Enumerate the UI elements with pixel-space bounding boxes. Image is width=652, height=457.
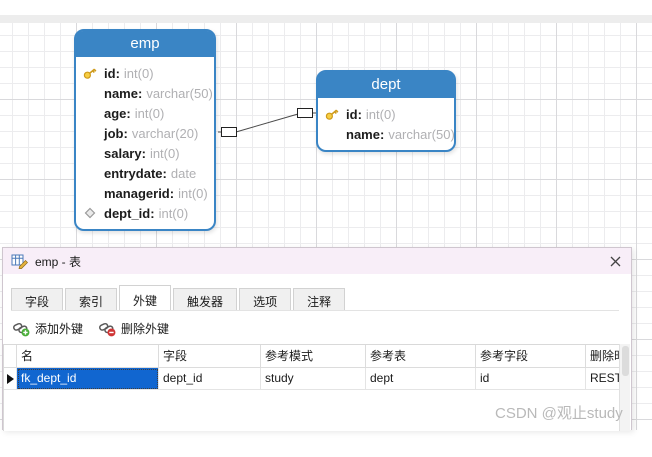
grid-header-row: 名 字段 参考模式 参考表 参考字段 删除时 [4, 345, 621, 368]
er-table-title[interactable]: dept [318, 72, 454, 98]
delete-foreign-key-button[interactable]: 删除外键 [99, 318, 169, 338]
field-type: int(0) [123, 65, 154, 81]
cell-fk-name[interactable]: fk_dept_id [17, 368, 159, 390]
field-row[interactable]: id int(0) [82, 63, 210, 83]
column-header-field[interactable]: 字段 [159, 345, 261, 368]
foreign-key-icon [82, 205, 98, 221]
field-row[interactable]: job varchar(20) [82, 123, 210, 143]
tab-foreign-keys[interactable]: 外键 [119, 285, 172, 310]
scrollbar-thumb[interactable] [622, 346, 629, 376]
er-table-dept[interactable]: dept id int(0) name varchar(50) [316, 70, 456, 152]
relation-connector [218, 108, 316, 137]
row-arrow-icon [7, 374, 14, 384]
tab-indexes[interactable]: 索引 [65, 288, 118, 310]
field-name: name [346, 127, 384, 142]
field-name: id [346, 107, 362, 122]
designer-tabs: 字段 索引 外键 触发器 选项 注释 [11, 285, 347, 310]
field-type: int(0) [365, 106, 396, 122]
connector-handle [221, 127, 237, 137]
vertical-scrollbar[interactable] [619, 344, 630, 431]
connector-handle [297, 108, 313, 118]
field-name: dept_id [104, 206, 155, 221]
tab-divider [11, 310, 619, 311]
close-icon[interactable] [605, 251, 625, 271]
row-indicator-header [4, 345, 17, 368]
field-type: int(0) [158, 205, 189, 221]
cell-on-delete[interactable]: RESTRICT [586, 368, 621, 390]
field-row[interactable]: id int(0) [324, 104, 450, 124]
link-minus-icon [99, 322, 116, 336]
add-foreign-key-button[interactable]: 添加外键 [13, 318, 83, 338]
field-name: id [104, 66, 120, 81]
field-row[interactable]: managerid int(0) [82, 183, 210, 203]
field-row[interactable]: dept_id int(0) [82, 203, 210, 223]
dialog-title: emp - 表 [35, 254, 82, 269]
field-row[interactable]: name varchar(50) [324, 124, 455, 144]
dialog-title-bar[interactable]: emp - 表 [3, 248, 631, 274]
er-table-fields: id int(0) name varchar(50) [318, 98, 455, 150]
tab-options[interactable]: 选项 [239, 288, 292, 310]
primary-key-icon [82, 65, 98, 81]
canvas-top-strip [0, 15, 652, 23]
foreign-key-row: fk_dept_id dept_id study dept id RESTRIC… [4, 368, 621, 390]
column-header-ref-field[interactable]: 参考字段 [476, 345, 586, 368]
foreign-key-toolbar: 添加外键 删除外键 [13, 318, 169, 338]
link-plus-icon [13, 322, 30, 336]
er-table-fields: id int(0) name varchar(50) age int(0) jo… [76, 57, 214, 229]
cell-ref-table[interactable]: dept [366, 368, 476, 390]
field-type: varchar(50) [388, 126, 455, 142]
edit-table-icon [11, 253, 29, 270]
column-header-ref-table[interactable]: 参考表 [366, 345, 476, 368]
field-type: date [170, 165, 197, 181]
field-name: name [104, 86, 142, 101]
field-type: int(0) [149, 145, 180, 161]
field-type: int(0) [178, 185, 208, 201]
column-header-name[interactable]: 名 [17, 345, 159, 368]
table-designer-dialog: emp - 表 字段 索引 外键 触发器 选项 注释 [2, 247, 632, 431]
cell-fk-field[interactable]: dept_id [159, 368, 261, 390]
field-name: salary [104, 146, 146, 161]
column-header-on-delete[interactable]: 删除时 [586, 345, 621, 368]
watermark-text: CSDN @观止study [495, 405, 623, 422]
field-row[interactable]: age int(0) [82, 103, 210, 123]
delete-foreign-key-label: 删除外键 [121, 321, 170, 336]
field-type: varchar(20) [131, 125, 199, 141]
field-row[interactable]: name varchar(50) [82, 83, 213, 103]
field-name: age [104, 106, 131, 121]
tab-comment[interactable]: 注释 [293, 288, 346, 310]
primary-key-icon [324, 106, 340, 122]
add-foreign-key-label: 添加外键 [35, 321, 84, 336]
tab-triggers[interactable]: 触发器 [173, 288, 238, 310]
er-table-emp[interactable]: emp id int(0) name varchar(50) age int(0… [74, 29, 216, 231]
tab-fields[interactable]: 字段 [11, 288, 64, 310]
column-header-ref-schema[interactable]: 参考模式 [261, 345, 366, 368]
cell-ref-field[interactable]: id [476, 368, 586, 390]
field-row[interactable]: salary int(0) [82, 143, 210, 163]
cell-ref-schema[interactable]: study [261, 368, 366, 390]
field-name: job [104, 126, 128, 141]
field-name: entrydate [104, 166, 167, 181]
field-type: int(0) [134, 105, 165, 121]
er-table-title[interactable]: emp [76, 31, 214, 57]
foreign-key-grid: 名 字段 参考模式 参考表 参考字段 删除时 fk_dept_id dept_i… [3, 344, 621, 431]
field-row[interactable]: entrydate date [82, 163, 210, 183]
field-name: managerid [104, 186, 174, 201]
current-row-indicator [4, 368, 17, 390]
field-type: varchar(50) [146, 85, 213, 101]
